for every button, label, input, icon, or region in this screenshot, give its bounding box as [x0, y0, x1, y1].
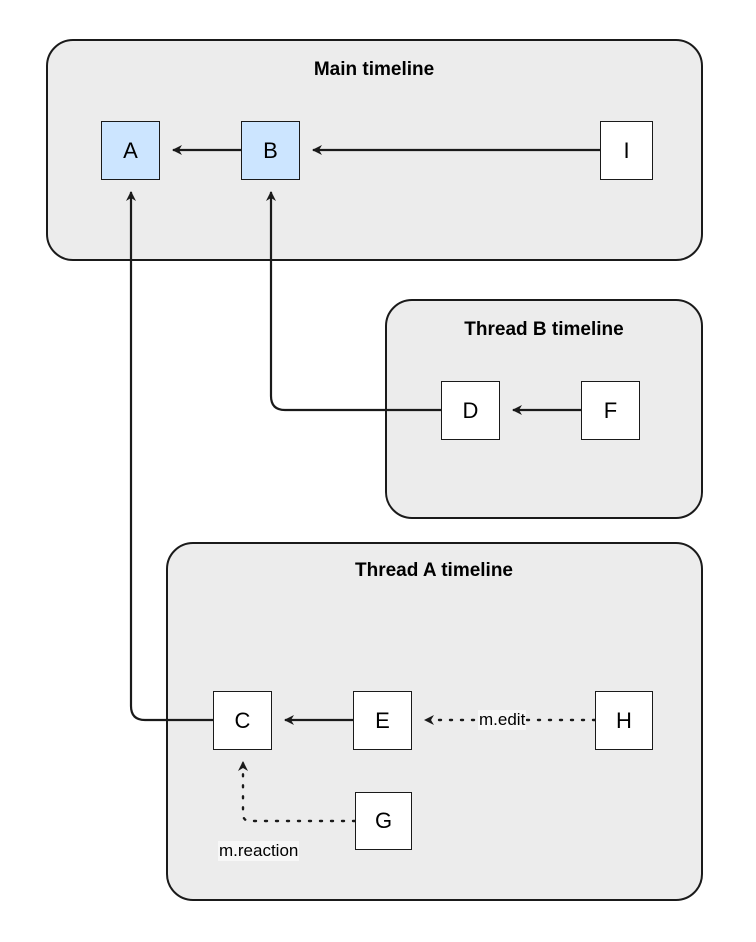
- node-h[interactable]: H: [595, 691, 653, 750]
- node-i[interactable]: I: [600, 121, 653, 180]
- edge-c-to-a: [126, 191, 213, 722]
- edge-g-to-c: [238, 760, 357, 823]
- node-g[interactable]: G: [355, 792, 412, 850]
- edge-label-m-reaction: m.reaction: [218, 841, 300, 861]
- node-a[interactable]: A: [101, 121, 160, 180]
- edge-label-m-edit: m.edit: [478, 710, 527, 730]
- node-d[interactable]: D: [441, 381, 500, 440]
- group-thread-a-timeline: [166, 542, 703, 901]
- node-c[interactable]: C: [213, 691, 272, 750]
- edge-d-to-b: [266, 191, 441, 412]
- node-e[interactable]: E: [353, 691, 412, 750]
- group-label-thread-a-timeline: Thread A timeline: [354, 560, 514, 581]
- group-label-main-timeline: Main timeline: [313, 59, 435, 80]
- node-f[interactable]: F: [581, 381, 640, 440]
- group-label-thread-b-timeline: Thread B timeline: [464, 319, 624, 340]
- node-b[interactable]: B: [241, 121, 300, 180]
